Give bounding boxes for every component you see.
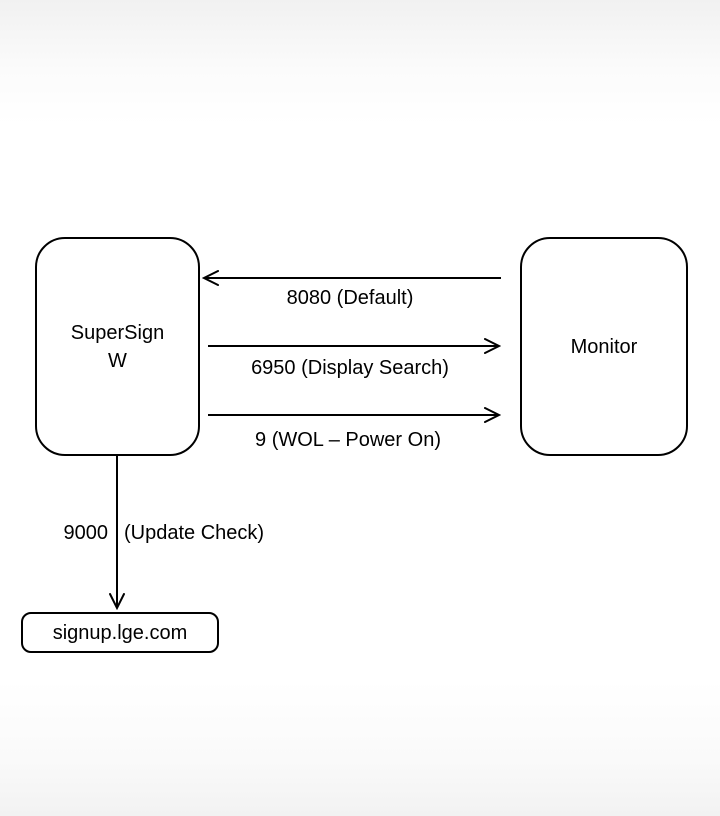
connection-label-9-wol-power-on: 9 (WOL – Power On) <box>255 429 441 451</box>
connection-label-9000-port: 9000 <box>63 522 109 544</box>
connection-label-6950-display-search: 6950 (Display Search) <box>251 357 449 379</box>
node-signup-lge-com-label: signup.lge.com <box>52 621 188 644</box>
node-signup-lge-com: signup.lge.com <box>21 612 219 653</box>
node-supersign-w: SuperSign W <box>35 237 200 456</box>
node-supersign-w-label: SuperSign W <box>70 321 165 372</box>
node-monitor-label: Monitor <box>570 335 638 358</box>
node-monitor: Monitor <box>520 237 688 456</box>
connection-label-8080-default: 8080 (Default) <box>286 287 414 309</box>
connection-label-9000-update-check: (Update Check) <box>124 522 265 544</box>
